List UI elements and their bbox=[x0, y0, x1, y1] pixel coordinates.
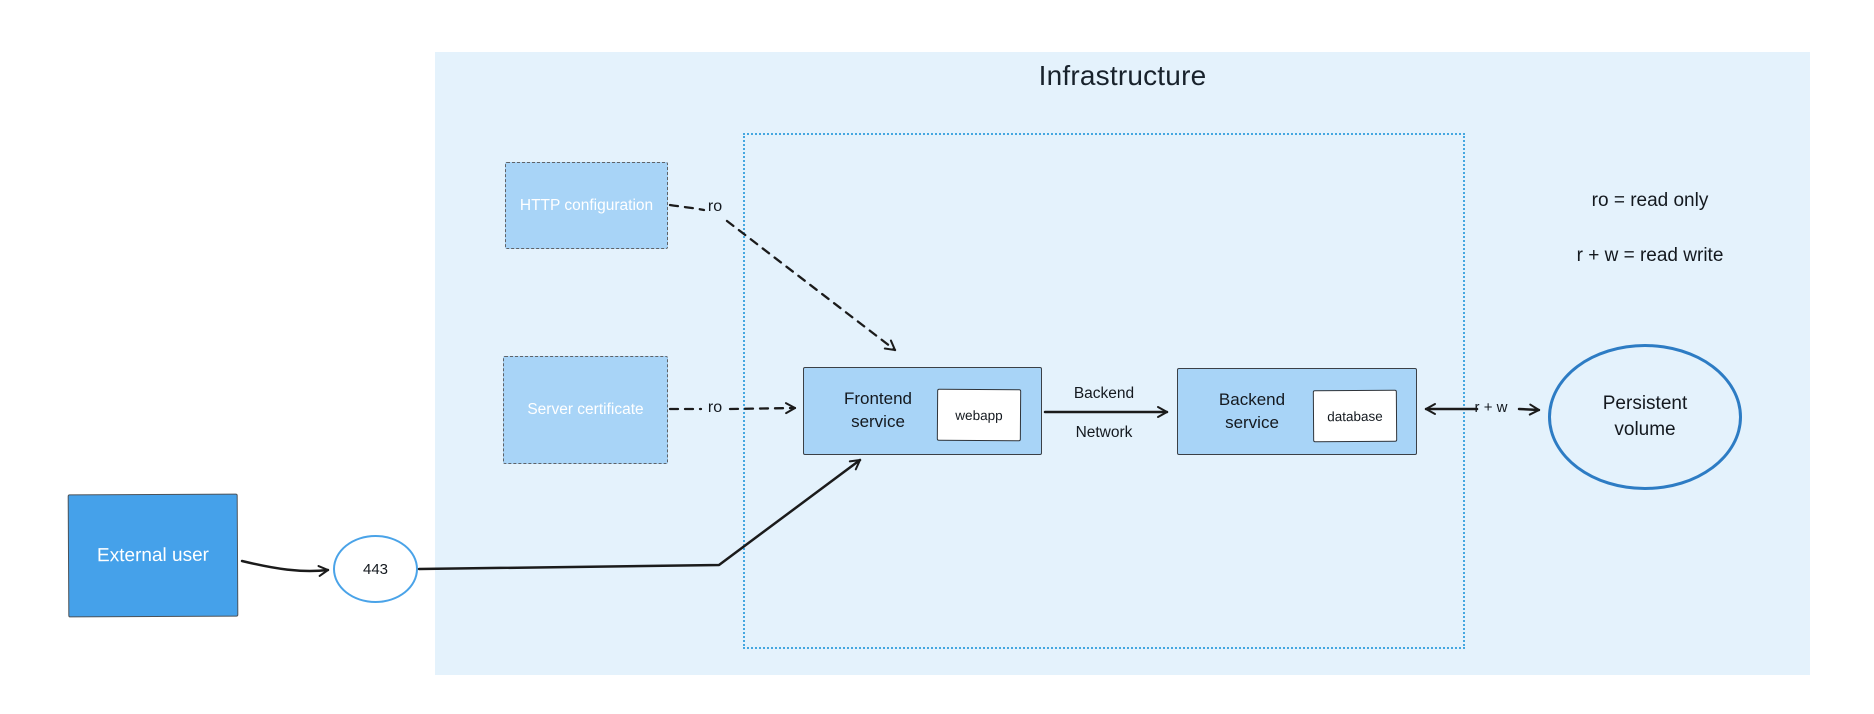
diagram-title: Infrastructure bbox=[1038, 60, 1207, 91]
edge-label-cert-ro: ro bbox=[707, 399, 723, 416]
node-port-443: 443 bbox=[333, 535, 418, 603]
node-backend-service: Backend service database bbox=[1177, 368, 1417, 455]
backend-service-label: Backend service bbox=[1218, 389, 1286, 432]
node-external-user: External user bbox=[67, 493, 239, 618]
edge-label-backend-network-line1: Backend bbox=[1073, 385, 1135, 402]
webapp-label: webapp bbox=[955, 407, 1003, 423]
arrow-external-user-to-port bbox=[240, 559, 330, 577]
node-database: database bbox=[1312, 389, 1398, 443]
persistent-volume-label: Persistent volume bbox=[1602, 393, 1688, 440]
node-persistent-volume: Persistent volume bbox=[1548, 344, 1742, 490]
legend-read-only: ro = read only bbox=[1591, 190, 1709, 211]
edge-label-http-ro: ro bbox=[707, 198, 723, 215]
node-webapp: webapp bbox=[936, 388, 1022, 442]
server-certificate-label: Server certificate bbox=[527, 401, 644, 418]
node-http-configuration: HTTP configuration bbox=[505, 162, 668, 249]
http-configuration-label: HTTP configuration bbox=[519, 196, 654, 214]
edge-label-backend-network-line2: Network bbox=[1075, 424, 1133, 441]
network-zone bbox=[743, 133, 1465, 649]
external-user-label: External user bbox=[96, 544, 210, 566]
frontend-service-label: Frontend service bbox=[843, 389, 913, 431]
port-443-label: 443 bbox=[362, 560, 389, 578]
database-label: database bbox=[1327, 408, 1383, 424]
node-server-certificate: Server certificate bbox=[503, 356, 668, 464]
node-frontend-service: Frontend service webapp bbox=[803, 367, 1042, 455]
edge-label-rw: r + w bbox=[1474, 399, 1508, 416]
legend-read-write: r + w = read write bbox=[1576, 245, 1724, 266]
